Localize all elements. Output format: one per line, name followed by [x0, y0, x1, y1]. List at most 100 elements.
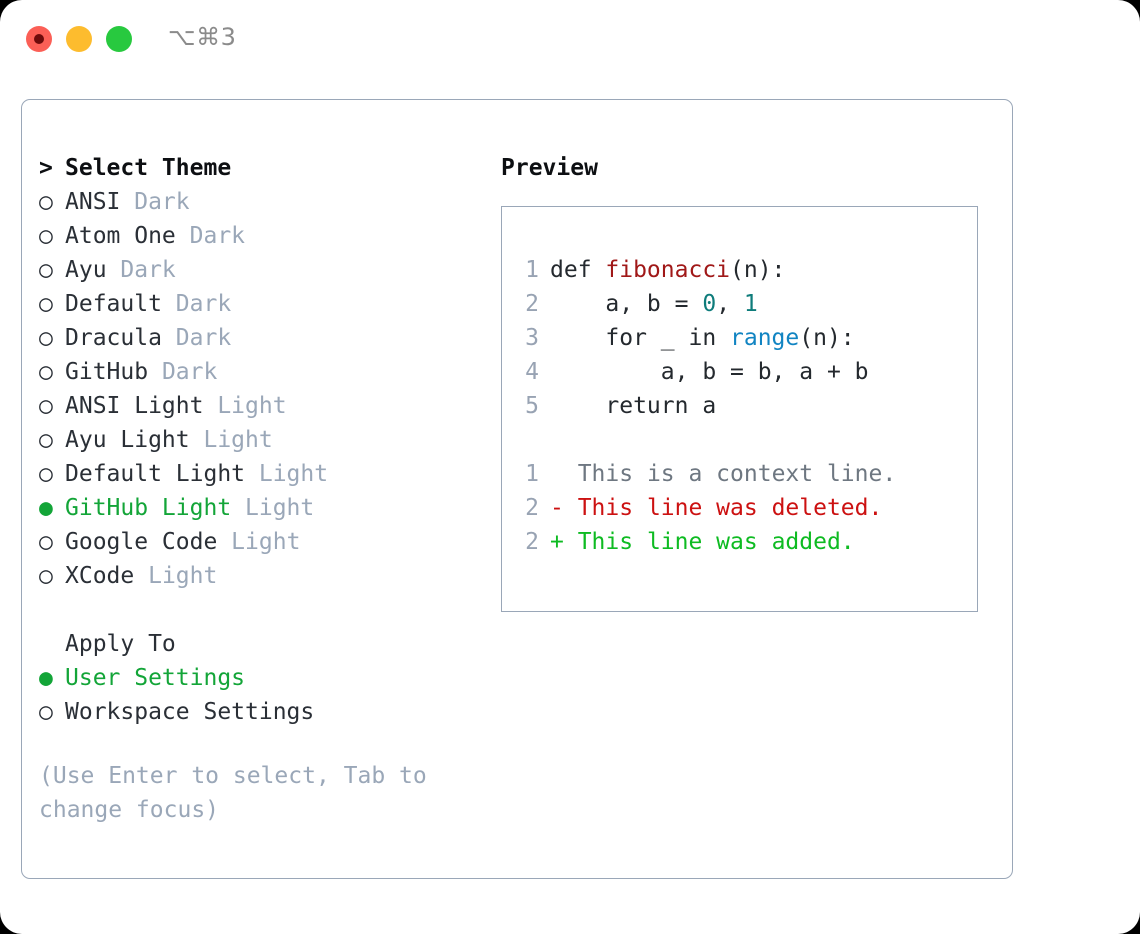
code-line-number: 1	[525, 257, 539, 283]
radio-unselected-icon: ○	[39, 325, 67, 351]
radio-unselected-icon: ○	[39, 291, 67, 317]
theme-list-item[interactable]: ○ Default Dark	[39, 287, 489, 321]
code-token-num: 1	[743, 291, 758, 317]
theme-list-item-label: Dracula	[65, 325, 162, 351]
theme-list-item-variant: Light	[231, 495, 315, 521]
theme-list-item-label: ANSI Light	[65, 393, 204, 419]
diff-line-number: 2	[525, 495, 539, 521]
list-spacer	[39, 593, 489, 627]
radio-unselected-icon: ○	[39, 359, 67, 385]
radio-unselected-icon: ○	[39, 427, 67, 453]
theme-list-item-variant: Light	[245, 461, 329, 487]
theme-list-item-label: Atom One	[65, 223, 176, 249]
apply-to-option[interactable]: ○ Workspace Settings	[39, 695, 489, 729]
diff-text: This line was deleted.	[577, 495, 883, 521]
theme-list-item[interactable]: ● GitHub Light Light	[39, 491, 489, 525]
radio-unselected-icon: ○	[39, 699, 67, 725]
theme-list: ○ ANSI Dark○ Atom One Dark○ Ayu Dark○ De…	[39, 185, 489, 593]
theme-list-item-label: Ayu Light	[65, 427, 190, 453]
theme-list-item[interactable]: ○ Google Code Light	[39, 525, 489, 559]
theme-list-item-variant: Light	[189, 427, 273, 453]
radio-unselected-icon: ○	[39, 189, 67, 215]
diff-line: 1 This is a context line.	[502, 457, 977, 491]
theme-list-item-label: GitHub Light	[65, 495, 232, 521]
theme-list-item-label: Default	[65, 291, 162, 317]
code-token-plain: def	[550, 257, 606, 283]
theme-list-item[interactable]: ○ GitHub Dark	[39, 355, 489, 389]
apply-to-option[interactable]: ● User Settings	[39, 661, 489, 695]
apply-to-option-label: Workspace Settings	[65, 699, 315, 725]
theme-list-item[interactable]: ○ Ayu Dark	[39, 253, 489, 287]
title-bar: ⌥⌘3	[0, 0, 1140, 78]
keyboard-shortcut-label: ⌥⌘3	[168, 23, 237, 51]
apply-to-list: ● User Settings○ Workspace Settings	[39, 661, 489, 729]
close-button[interactable]	[26, 26, 52, 52]
diff-text: This is a context line.	[577, 461, 897, 487]
theme-list-item-label: Google Code	[65, 529, 218, 555]
minimize-button[interactable]	[66, 26, 92, 52]
theme-list-item-variant: Dark	[106, 257, 176, 283]
code-line-number: 5	[525, 393, 539, 419]
preview-title: Preview	[501, 155, 598, 181]
code-diff-gap	[502, 423, 977, 457]
theme-list-item-variant: Light	[217, 529, 301, 555]
radio-selected-icon: ●	[39, 665, 67, 691]
code-line: 2 a, b = 0, 1	[502, 287, 977, 321]
window-controls	[26, 26, 132, 52]
theme-list-item-variant: Light	[203, 393, 287, 419]
diff-text: This line was added.	[577, 529, 855, 555]
prompt-caret-icon: >	[39, 155, 67, 181]
code-line-number: 2	[525, 291, 539, 317]
theme-list-item[interactable]: ○ XCode Light	[39, 559, 489, 593]
code-token-plain: ,	[716, 291, 744, 317]
radio-unselected-icon: ○	[39, 461, 67, 487]
code-line: 3 for _ in range(n):	[502, 321, 977, 355]
code-token-plain: a, b =	[550, 291, 703, 317]
code-token-func: fibonacci	[605, 257, 731, 283]
theme-list-item-variant: Dark	[175, 223, 246, 249]
code-token-plain: return a	[550, 393, 717, 419]
theme-list-item-label: Default Light	[65, 461, 246, 487]
code-line: 4 a, b = b, a + b	[502, 355, 977, 389]
code-token-plain: for _ in	[550, 325, 731, 351]
theme-list-item[interactable]: ○ ANSI Light Light	[39, 389, 489, 423]
theme-list-item-variant: Dark	[120, 189, 190, 215]
theme-list-item[interactable]: ○ Default Light Light	[39, 457, 489, 491]
theme-picker-column: > Select Theme ○ ANSI Dark○ Atom One Dar…	[39, 151, 489, 827]
radio-unselected-icon: ○	[39, 393, 67, 419]
diff-sample: 1 This is a context line.2- This line wa…	[502, 457, 977, 559]
radio-selected-icon: ●	[39, 495, 67, 521]
code-token-plain: (n):	[799, 325, 855, 351]
theme-list-item-label: GitHub	[65, 359, 149, 385]
theme-picker-heading-label: Select Theme	[65, 155, 232, 181]
diff-marker: +	[550, 529, 578, 555]
code-line-number: 3	[525, 325, 539, 351]
diff-line: 2 + This line was added.	[502, 525, 977, 559]
diff-line: 2- This line was deleted.	[502, 491, 977, 525]
radio-unselected-icon: ○	[39, 223, 67, 249]
code-token-plain: a, b = b, a + b	[550, 359, 869, 385]
theme-list-item-variant: Light	[134, 563, 218, 589]
code-token-call: range	[730, 325, 800, 351]
main-panel: > Select Theme ○ ANSI Dark○ Atom One Dar…	[21, 99, 1013, 879]
apply-to-option-label: User Settings	[65, 665, 246, 691]
theme-list-item[interactable]: ○ ANSI Dark	[39, 185, 489, 219]
code-line: 5 return a	[502, 389, 977, 423]
apply-to-title: Apply To	[65, 631, 176, 657]
maximize-button[interactable]	[106, 26, 132, 52]
diff-line-number: 2	[525, 529, 539, 555]
radio-unselected-icon: ○	[39, 257, 67, 283]
code-token-num: 0	[702, 291, 717, 317]
theme-list-item-label: ANSI	[65, 189, 121, 215]
theme-list-item-label: XCode	[65, 563, 135, 589]
theme-list-item[interactable]: ○ Dracula Dark	[39, 321, 489, 355]
theme-picker-heading: > Select Theme	[39, 151, 489, 185]
theme-list-item[interactable]: ○ Ayu Light Light	[39, 423, 489, 457]
diff-line-number: 1	[525, 461, 539, 487]
theme-list-item[interactable]: ○ Atom One Dark	[39, 219, 489, 253]
